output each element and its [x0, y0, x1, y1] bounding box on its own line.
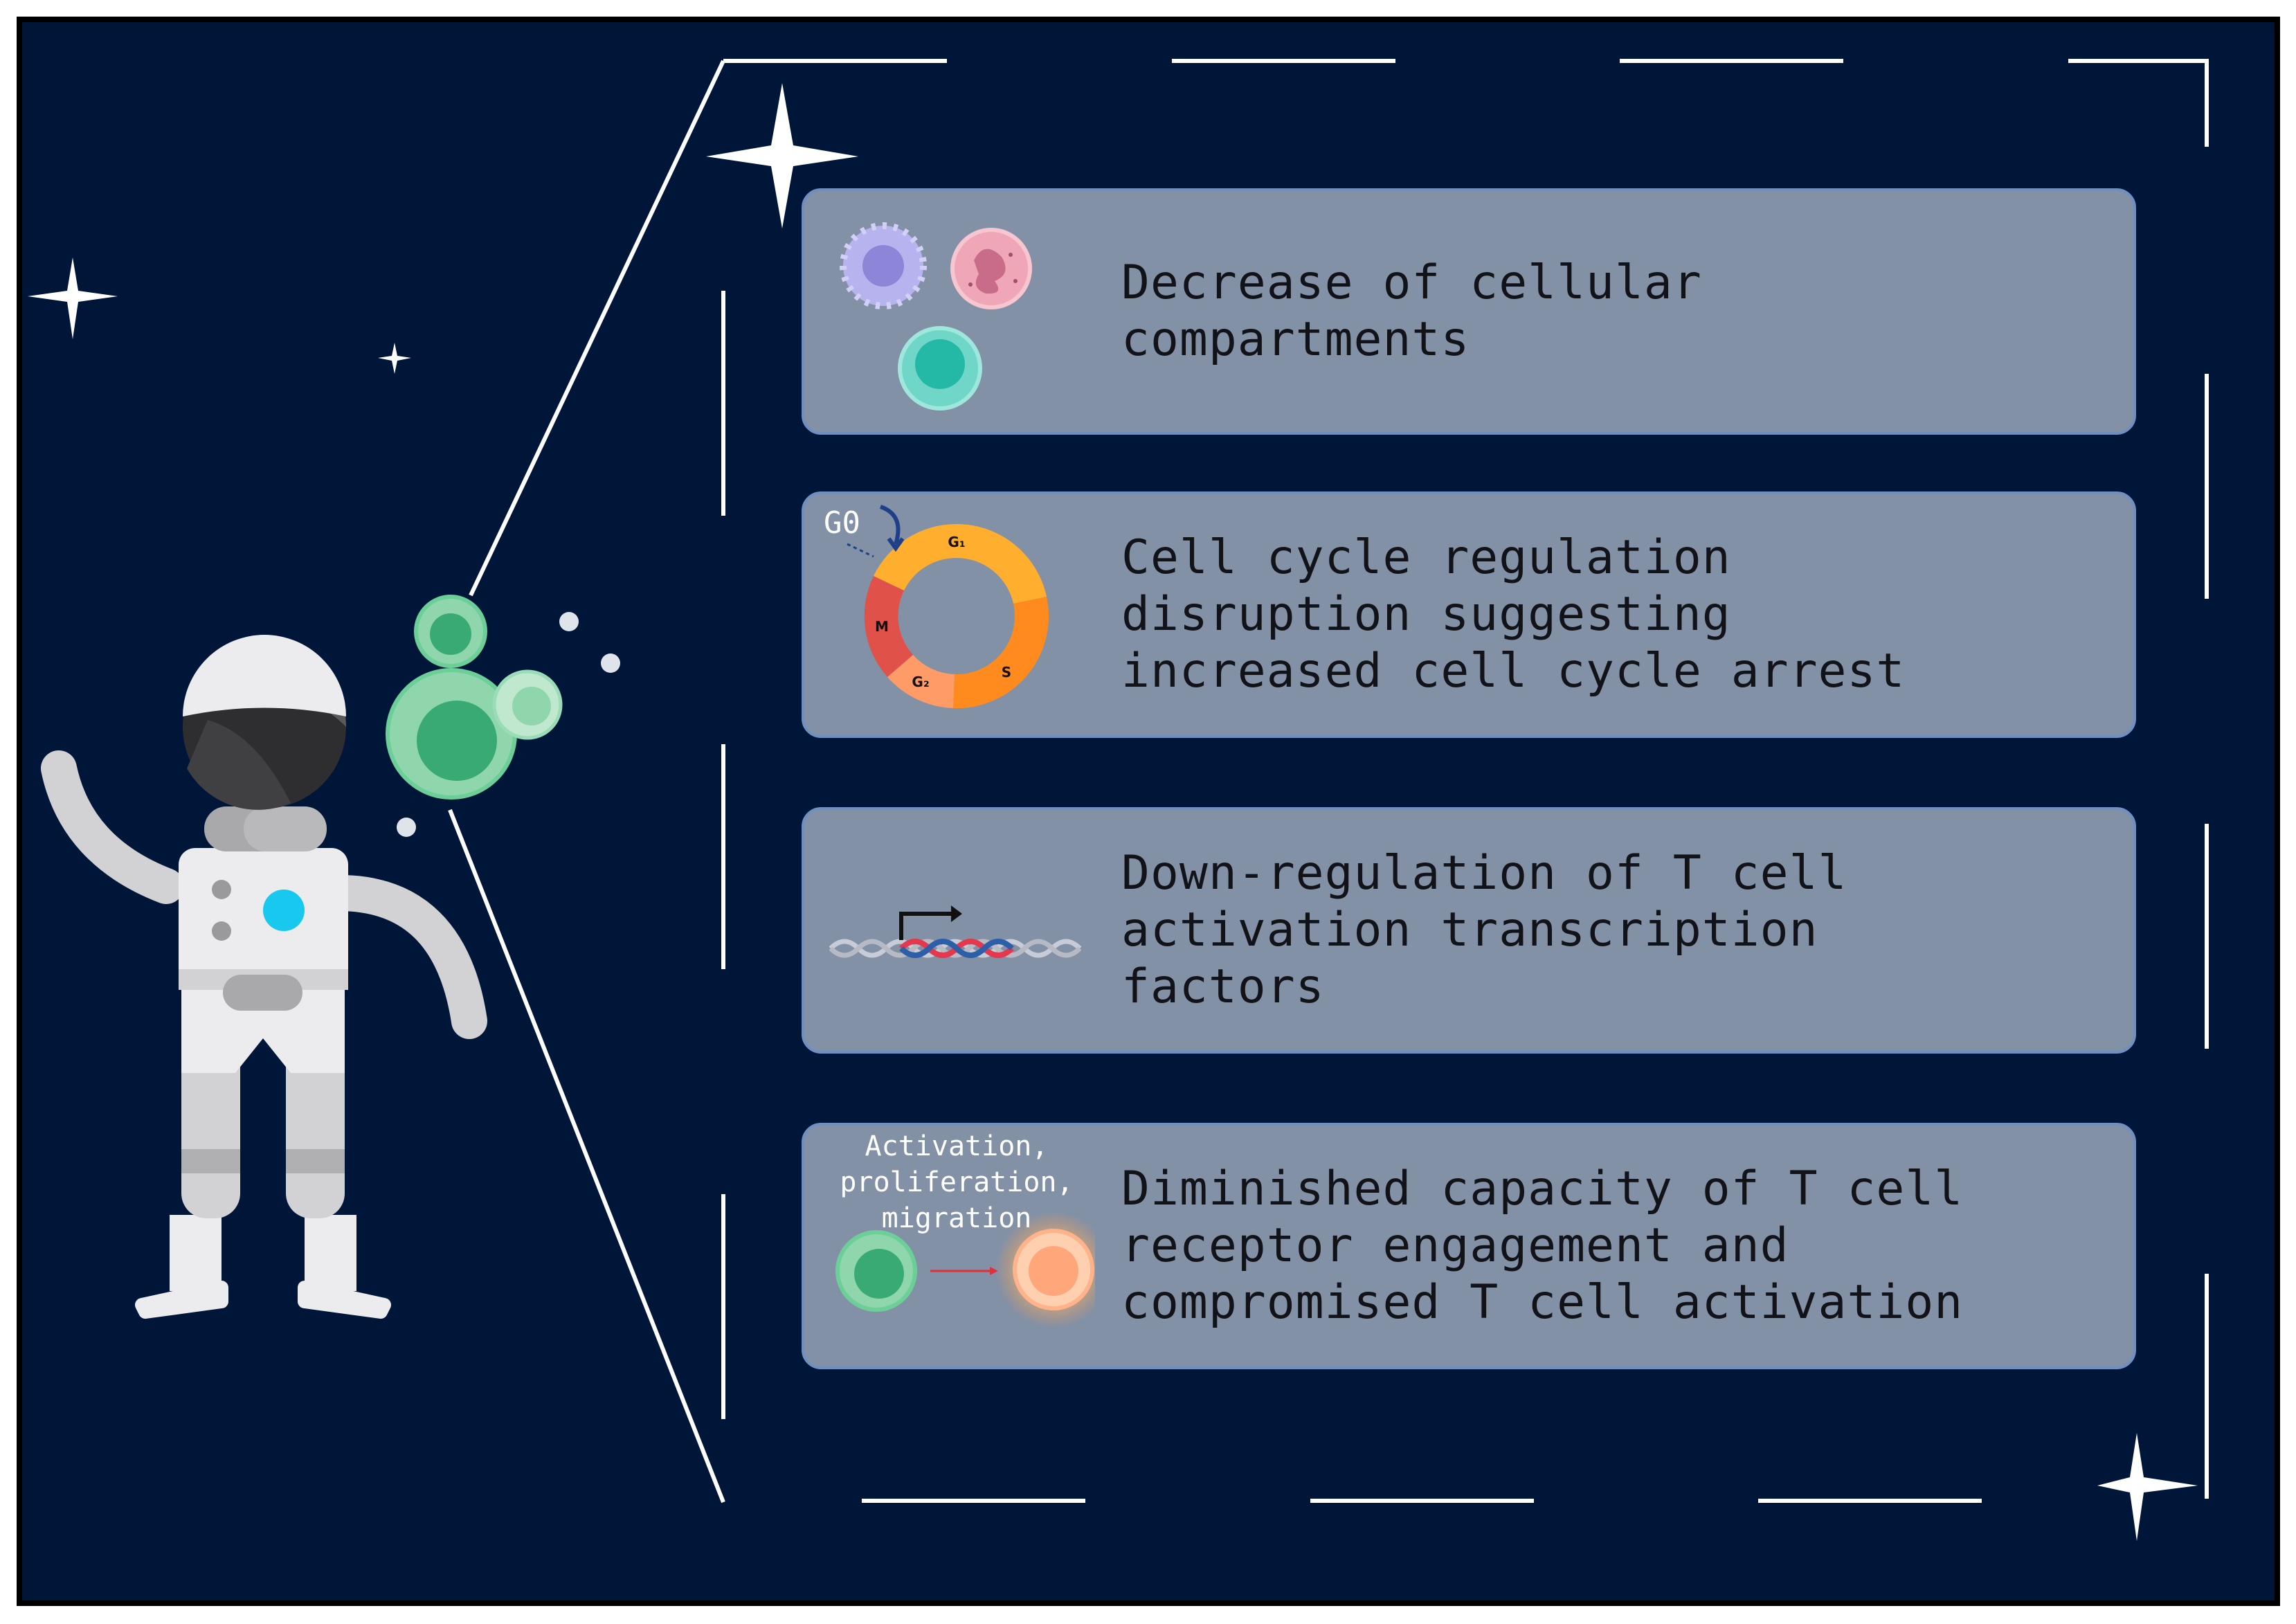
star-large: [706, 83, 858, 228]
astronaut-icon: [41, 635, 487, 1319]
panel-transcription-factors: Down-regulation of T cell activation tra…: [802, 807, 2136, 1054]
phase-m: M: [875, 618, 889, 635]
phase-g1: G₁: [948, 534, 965, 550]
star-bottom-right: [2097, 1433, 2198, 1541]
t-cell-activation-icon: [835, 1211, 1095, 1328]
panel-t-cell-activation: Activation, proliferation, migration Dim…: [802, 1123, 2136, 1369]
cell-cycle-icon: G₁ S G₂ M G0: [824, 505, 1049, 709]
g0-label: G0: [824, 505, 860, 541]
zoom-line-top: [469, 60, 725, 597]
activation-label: Activation, proliferation, migration: [840, 1130, 1074, 1234]
dashed-frame: [721, 59, 2209, 1503]
zoom-line-bottom: [448, 809, 725, 1504]
panel-text: Cell cycle regulation disruption suggest…: [1121, 530, 1906, 698]
phase-g2: G₂: [912, 674, 929, 690]
panel-text: Down-regulation of T cell activation tra…: [1121, 846, 1847, 1014]
star-left: [28, 258, 118, 339]
panel-cellular-compartments: Decrease of cellular compartments: [802, 188, 2136, 435]
phase-s: S: [1002, 664, 1011, 680]
blood-cells-icon: [840, 222, 1032, 410]
panel-text: Decrease of cellular compartments: [1121, 255, 1702, 367]
star-small: [378, 343, 411, 374]
dna-transcription-icon: [829, 905, 1082, 958]
floating-cells: [386, 595, 620, 837]
panel-text: Diminished capacity of T cell receptor e…: [1121, 1162, 1964, 1330]
panel-cell-cycle: G₁ S G₂ M G0 Cell cycle regulation disru…: [802, 491, 2136, 738]
